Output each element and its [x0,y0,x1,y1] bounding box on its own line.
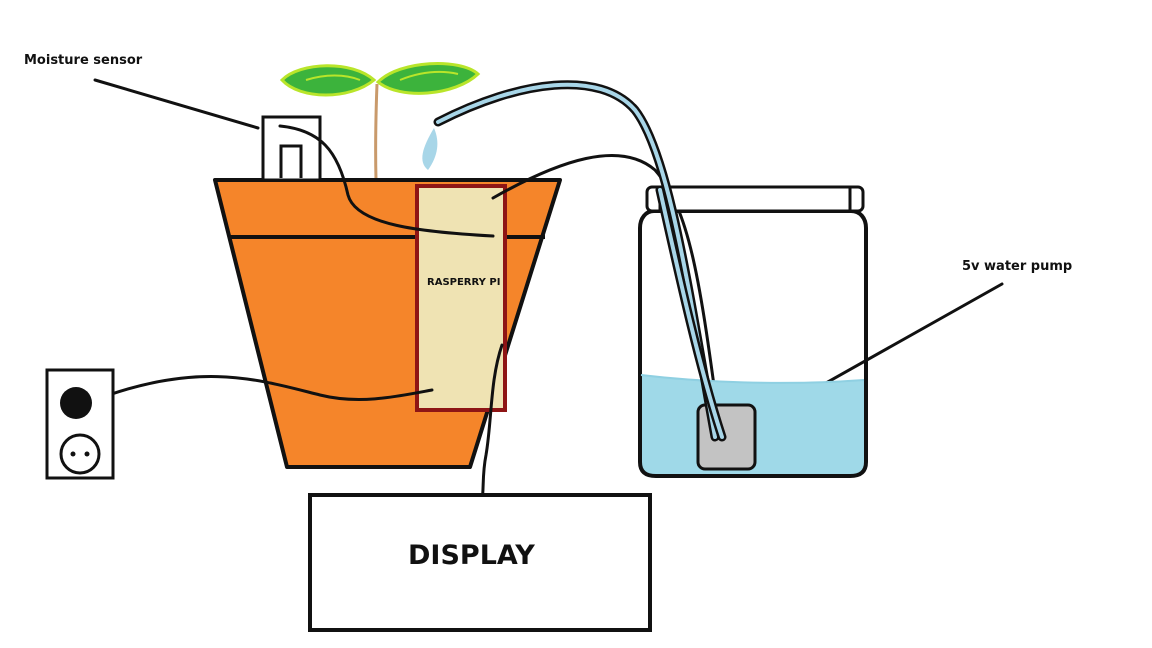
water-surface [640,374,865,384]
leaf-vein-right [399,71,459,81]
leaf-left [279,64,377,97]
moisture-sensor-label: Moisture sensor [24,53,143,68]
socket-plug [60,387,92,419]
display-box [308,493,652,632]
display-label: DISPLAY [408,540,535,571]
water-tubes [433,80,727,442]
moisture-label-leader [93,78,260,130]
sensor-to-rpi-wire [278,124,495,238]
socket-to-rpi-wire [93,375,434,402]
plant-icon [279,62,481,181]
jar-body [638,209,868,478]
leaf-vein-left [305,74,361,81]
socket-outlet [59,433,101,475]
rpi-to-display-wire [480,343,504,502]
raspberry-pi-board [415,184,507,412]
power-socket-icon [45,368,115,480]
water-drop-icon [422,128,438,170]
leaf-right [375,62,481,95]
jar-lid [645,185,865,213]
water-pump-label: 5v water pump [962,259,1073,274]
raspberry-pi-label: RASPERRY PI [427,277,501,288]
plant-stem [374,83,379,181]
